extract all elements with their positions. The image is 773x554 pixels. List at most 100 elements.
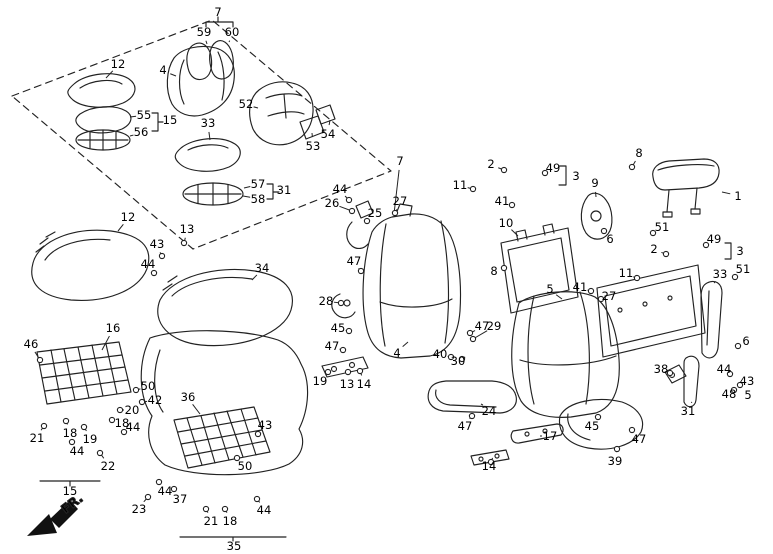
callout-2: 2 [487, 157, 494, 171]
fastener-marker [233, 454, 241, 462]
callout-44: 44 [257, 503, 272, 517]
inset-dashed-box [11, 19, 392, 250]
callout-7: 7 [396, 154, 403, 168]
callout-54: 54 [321, 127, 336, 141]
callout-47: 47 [632, 432, 647, 446]
callout-19: 19 [83, 432, 98, 446]
fastener-marker [613, 445, 621, 453]
callout-6: 6 [742, 334, 749, 348]
fastener-marker [155, 478, 163, 486]
inset-seat-back-52 [249, 81, 336, 146]
fastener-marker [363, 217, 371, 225]
fastener-marker [253, 495, 261, 503]
callout-30: 30 [451, 354, 466, 368]
callout-50: 50 [141, 379, 156, 393]
fastener-marker [500, 264, 508, 272]
callout-39: 39 [608, 454, 623, 468]
leader-line [721, 191, 731, 195]
callout-45: 45 [585, 419, 600, 433]
callout-29: 29 [487, 319, 502, 333]
fastener-marker [221, 505, 229, 513]
callout-37: 37 [173, 492, 188, 506]
callout-41: 41 [573, 280, 588, 294]
leader-line [402, 341, 409, 348]
callout-43: 43 [150, 237, 165, 251]
center-seat-back [321, 200, 462, 378]
fastener-marker [96, 449, 104, 457]
callout-4: 4 [159, 63, 166, 77]
callout-3: 3 [736, 244, 743, 258]
callout-41: 41 [495, 194, 510, 208]
callout-20: 20 [125, 403, 140, 417]
fastener-marker [628, 163, 636, 171]
callout-35: 35 [227, 539, 242, 553]
diagram-artwork: FR. [11, 16, 732, 542]
leader-line [328, 119, 331, 126]
leader-line [208, 131, 211, 141]
left-seat-cushion-34 [157, 268, 293, 347]
callout-48: 48 [722, 387, 737, 401]
fastener-marker [731, 273, 739, 281]
callout-12: 12 [111, 57, 126, 71]
leader-line [480, 403, 484, 406]
callout-49: 49 [707, 232, 722, 246]
callout-51: 51 [655, 220, 670, 234]
callout-56: 56 [134, 125, 149, 139]
callout-27: 27 [393, 194, 408, 208]
fastener-marker [356, 367, 364, 375]
fr-arrow-shaft [50, 500, 78, 528]
callout-45: 45 [331, 321, 346, 335]
fastener-marker [36, 356, 44, 364]
fastener-marker [726, 370, 734, 378]
leader-line [393, 169, 400, 215]
fastener-marker [138, 398, 146, 406]
callout-44: 44 [717, 362, 732, 376]
callout-31: 31 [277, 183, 292, 197]
callout-38: 38 [654, 362, 669, 376]
callout-4: 4 [393, 346, 400, 360]
side-garnish-33 [700, 280, 723, 359]
right-seat-lower-cushion [558, 399, 644, 450]
fastener-marker [487, 458, 495, 466]
callout-18: 18 [63, 426, 78, 440]
fastener-marker [466, 329, 474, 337]
fastener-marker [597, 295, 605, 303]
leader-line [228, 40, 231, 43]
fastener-marker [447, 353, 455, 361]
callout-1: 1 [734, 189, 741, 203]
callout-5: 5 [546, 282, 553, 296]
back-panel-10 [500, 223, 579, 314]
fastener-marker [254, 430, 262, 438]
callout-13: 13 [340, 377, 355, 391]
fastener-marker [344, 368, 352, 376]
callout-13: 13 [180, 222, 195, 236]
leader-line [129, 134, 134, 137]
fastener-marker [339, 346, 347, 354]
fastener-marker [324, 368, 332, 376]
fastener-marker [202, 505, 210, 513]
callout-49: 49 [546, 161, 561, 175]
callout-24: 24 [482, 404, 497, 418]
callout-53: 53 [306, 139, 321, 153]
callout-44: 44 [126, 420, 141, 434]
callout-5: 5 [744, 388, 751, 402]
pad-14 [470, 449, 510, 466]
left-seat-lower-35 [140, 330, 309, 476]
fastener-marker [116, 406, 124, 414]
fastener-marker [628, 426, 636, 434]
fastener-marker [345, 327, 353, 335]
leader-line [555, 294, 563, 300]
callout-6: 6 [606, 232, 613, 246]
latch-bracket-9 [580, 192, 613, 240]
fastener-marker [144, 493, 152, 501]
callout-14: 14 [482, 459, 497, 473]
fastener-marker [62, 417, 70, 425]
callout-44: 44 [333, 182, 348, 196]
callout-60: 60 [225, 25, 240, 39]
callout-15: 15 [63, 484, 78, 498]
fastener-marker [357, 267, 365, 275]
callout-2: 2 [650, 242, 657, 256]
spring-mat-16 [36, 341, 132, 405]
